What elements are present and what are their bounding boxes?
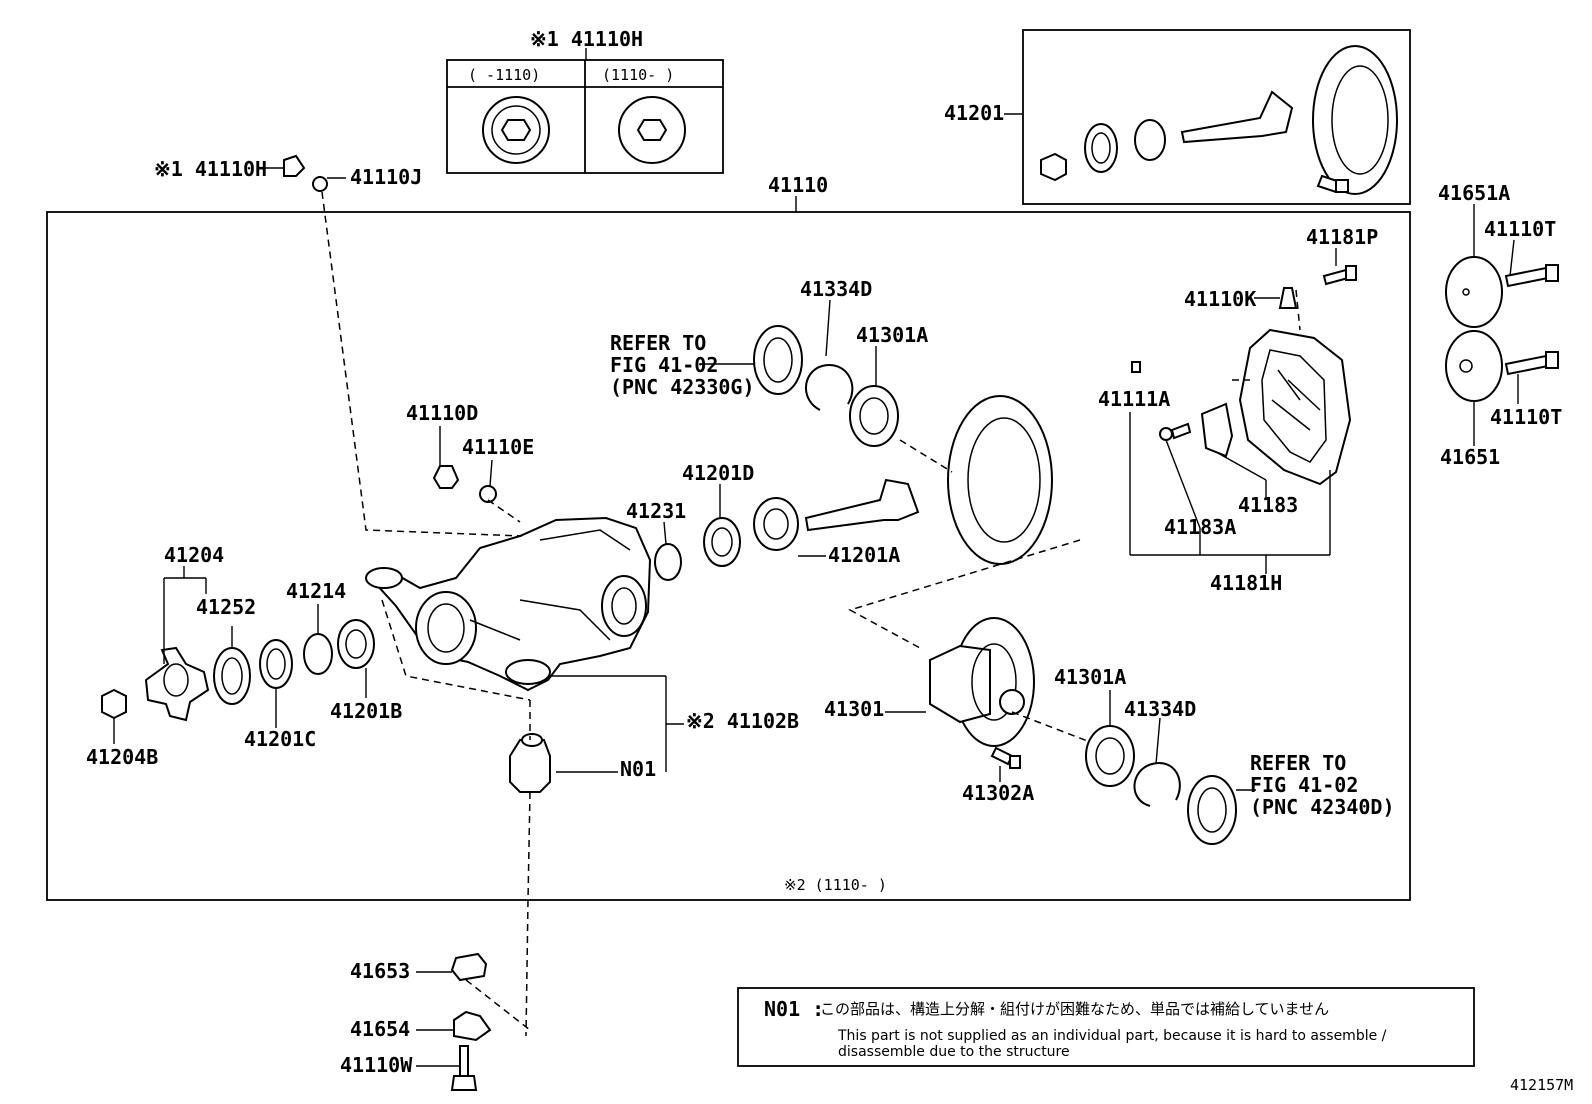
callout-41204B: 41204B	[86, 745, 158, 769]
ring-gear	[947, 395, 1053, 565]
main-assembly-frame	[46, 211, 1411, 901]
carrier-housing-41110	[365, 516, 652, 692]
callout-41252: 41252	[196, 595, 256, 619]
oil-seal-42340D	[1187, 775, 1237, 845]
callout-41110: 41110	[768, 173, 828, 197]
callout-41651: 41651	[1440, 445, 1500, 469]
callout-41302A: 41302A	[962, 781, 1034, 805]
callout-41204: 41204	[164, 543, 224, 567]
rear-cover-41181H	[1238, 328, 1352, 486]
refer-lower-line3: (PNC 42340D)	[1250, 795, 1395, 819]
snap-ring-41334D-upper	[805, 364, 854, 411]
callout-41110D: 41110D	[406, 401, 478, 425]
note-japanese: この部品は、構造上分解・組付けが困難なため、単品では補給していません	[820, 1000, 1329, 1018]
callout-41110J: 41110J	[350, 165, 422, 189]
callout-41214: 41214	[286, 579, 346, 603]
bushing-41651A	[1445, 256, 1503, 328]
filler-plug-41110D	[432, 465, 460, 489]
bolt-41181P	[1322, 265, 1357, 286]
callout-41654: 41654	[350, 1017, 410, 1041]
refer-upper-line2: FIG 41-02	[610, 353, 718, 377]
diagram-id: 412157M	[1510, 1076, 1573, 1094]
callout-41334D-upper: 41334D	[800, 277, 872, 301]
bolt-41110T-upper	[1504, 264, 1559, 288]
callout-41110T-upper: 41110T	[1484, 217, 1556, 241]
drive-pinion	[804, 478, 920, 532]
callout-41183: 41183	[1238, 493, 1298, 517]
assembly-dashed-lines	[321, 191, 1301, 1037]
callout-41201B: 41201B	[330, 699, 402, 723]
drain-plug-gasket-new-type	[618, 96, 686, 164]
callout-41110E: 41110E	[462, 435, 534, 459]
snap-ring-41334D-lower	[1133, 762, 1181, 807]
companion-flange-41204	[144, 646, 210, 722]
refer-upper-line3: (PNC 42330G)	[610, 375, 755, 399]
callout-41231: 41231	[626, 499, 686, 523]
callout-41181P: 41181P	[1306, 225, 1378, 249]
bolt-41183A	[1159, 422, 1192, 441]
callout-41653: 41653	[350, 959, 410, 983]
callout-41201A: 41201A	[828, 543, 900, 567]
bearing-41201B	[337, 619, 375, 669]
plate-41183	[1200, 402, 1234, 458]
oil-seal-42330G	[753, 325, 803, 395]
range-note: ※2 (1110- )	[784, 876, 887, 894]
callout-41110K: 41110K	[1184, 287, 1256, 311]
shim-41201D	[703, 517, 741, 567]
breather-41110K	[1278, 287, 1298, 309]
callout-41201D: 41201D	[682, 461, 754, 485]
callout-41301A-upper: 41301A	[856, 323, 928, 347]
refer-lower-line1: REFER TO	[1250, 751, 1346, 775]
callout-41651A: 41651A	[1438, 181, 1510, 205]
callout-41102B: ※2 41102B	[686, 709, 799, 733]
pin-41111A	[1131, 361, 1141, 373]
bolt-41302A	[990, 746, 1021, 769]
bearing-41301A-upper	[849, 385, 899, 447]
bearing-41301A-lower	[1085, 725, 1135, 787]
callout-41181H: 41181H	[1210, 571, 1282, 595]
nut-41204B	[101, 688, 127, 720]
callout-41110H-side: ※1 41110H	[154, 157, 267, 181]
refer-upper-line1: REFER TO	[610, 331, 706, 355]
stopper-41654	[453, 1010, 492, 1042]
callout-41183A: 41183A	[1164, 515, 1236, 539]
note-english-line1: This part is not supplied as an individu…	[837, 1028, 1387, 1044]
differential-case-41301	[929, 617, 1035, 747]
callout-N01: N01	[620, 757, 656, 781]
gear-kit-parts	[1040, 45, 1398, 195]
note-frame	[737, 987, 1475, 1067]
callout-41301: 41301	[824, 697, 884, 721]
callout-41301A-lower: 41301A	[1054, 665, 1126, 689]
drain-plug-gasket-old-type	[482, 96, 550, 164]
callout-41110H-top: ※1 41110H	[530, 27, 643, 51]
note-english-line2: disassemble due to the structure	[838, 1044, 1070, 1060]
leader-lines	[113, 48, 1519, 1067]
plug-41110H-side	[283, 154, 306, 177]
callout-41110T-lower: 41110T	[1490, 405, 1562, 429]
callout-41334D-lower: 41334D	[1124, 697, 1196, 721]
refer-lower-line2: FIG 41-02	[1250, 773, 1358, 797]
mount-N01	[509, 733, 551, 793]
callout-41201: 41201	[944, 101, 1004, 125]
oil-seal-41252	[213, 647, 251, 705]
callout-41111A: 41111A	[1098, 387, 1170, 411]
stopper-41653	[450, 952, 488, 982]
inset-left-range: ( -1110)	[468, 66, 540, 84]
gear-kit-frame	[1022, 29, 1411, 205]
bushing-41651	[1445, 330, 1503, 402]
gasket-41110J	[312, 176, 328, 192]
callout-41110W: 41110W	[340, 1053, 413, 1077]
bearing-41201C	[259, 639, 293, 689]
bolt-41110T-lower	[1504, 351, 1559, 376]
note-label: N01 :	[764, 997, 824, 1021]
washer-41231	[654, 543, 682, 581]
gasket-41110E	[479, 485, 497, 503]
bolt-41110W	[450, 1045, 478, 1091]
bearing-41201A	[753, 497, 799, 551]
inset-right-range: (1110- )	[602, 66, 674, 84]
spacer-41214	[303, 633, 333, 675]
callout-41201C: 41201C	[244, 727, 316, 751]
